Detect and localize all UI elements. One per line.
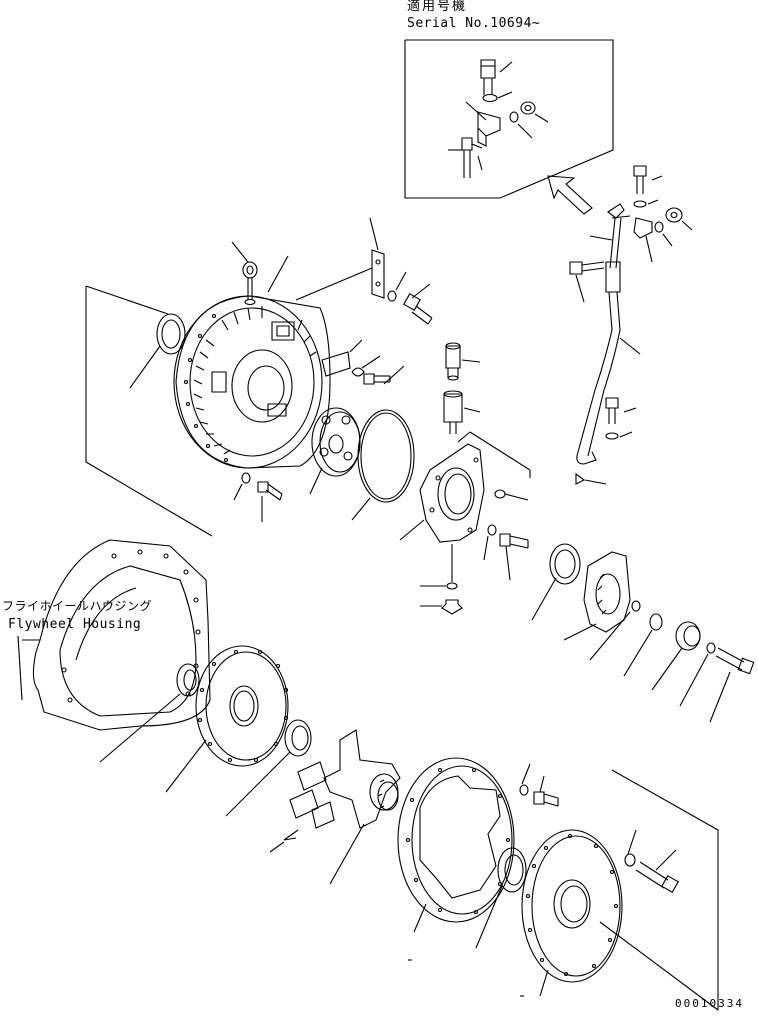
- valve-stem-top: [446, 343, 480, 380]
- small-clip: [352, 356, 380, 376]
- rod-bolt-left: [570, 262, 604, 302]
- pump-washer: [484, 525, 496, 560]
- oil-seal-upper: [130, 314, 185, 388]
- housing-bolt-small: [364, 366, 404, 384]
- cover-plate: [522, 830, 622, 996]
- lower-housing-bolt: [258, 482, 282, 522]
- valve-sleeve: [444, 391, 480, 434]
- cover-plate-box: [600, 770, 718, 1010]
- upper-washer-2: [655, 222, 672, 246]
- coupling-flange: [564, 552, 630, 640]
- inset-applicable-label: 適用号機: [407, 0, 468, 14]
- flywheel-housing-label-en: Flywheel Housing: [8, 617, 142, 632]
- stator-plate: [310, 408, 360, 494]
- o-ring: [352, 410, 414, 520]
- bracket-bolt: [404, 284, 432, 324]
- oil-seal-lower: [476, 848, 526, 948]
- inset-bolt: [481, 60, 512, 95]
- inset-washer: [483, 95, 497, 102]
- inset-serial-label: Serial No.10694~: [407, 16, 541, 31]
- pump-screw: [495, 490, 528, 500]
- eye-bolt: [232, 242, 257, 305]
- inset-washer-2: [510, 112, 532, 138]
- breather-plate: [322, 340, 362, 376]
- end-washer: [680, 643, 715, 706]
- rubber-blocks: [270, 762, 334, 852]
- drawing-code: 00010334: [675, 997, 744, 1010]
- seal-ring-center: [532, 544, 580, 620]
- converter-housing: [174, 296, 330, 468]
- linkage-rod: [577, 204, 640, 464]
- upper-bolt-right: [634, 166, 662, 194]
- lower-housing-washer: [234, 473, 250, 500]
- pump-bolt: [500, 534, 528, 580]
- cover-washer: [625, 830, 636, 866]
- pump-case: [400, 432, 530, 542]
- housing-outline-box: [86, 286, 212, 536]
- rod-clip: [576, 474, 584, 484]
- rod-washer-lower: [606, 432, 632, 439]
- inset-bracket: [466, 102, 500, 146]
- cover-bolt: [636, 850, 678, 892]
- bracket-washer: [388, 272, 406, 301]
- flywheel-housing-label-jp: フライホイールハウジング: [2, 599, 153, 613]
- inset-nut: [521, 102, 548, 122]
- spacer-disc: [624, 614, 662, 676]
- end-cap: [652, 622, 700, 690]
- serial-inset: [405, 40, 613, 198]
- input-plate: [166, 646, 288, 792]
- flywheel-housing: [18, 540, 210, 730]
- upper-bracket-plate: [296, 218, 384, 300]
- inset-rod: [448, 138, 482, 178]
- end-bolt: [710, 648, 754, 722]
- rod-bolt-lower: [606, 398, 636, 424]
- pointer-arrow: [548, 176, 592, 214]
- drain-plug: [420, 544, 462, 614]
- bearing-left: [100, 664, 199, 762]
- upper-bracket: [634, 218, 652, 262]
- oil-seal-mid: [226, 720, 311, 816]
- output-housing: [398, 758, 514, 932]
- spider-hub: [324, 730, 400, 884]
- output-washer: [520, 764, 530, 795]
- upper-washer: [634, 201, 646, 207]
- output-bolt: [534, 776, 558, 806]
- upper-nut: [666, 208, 692, 230]
- small-oring: [590, 601, 640, 660]
